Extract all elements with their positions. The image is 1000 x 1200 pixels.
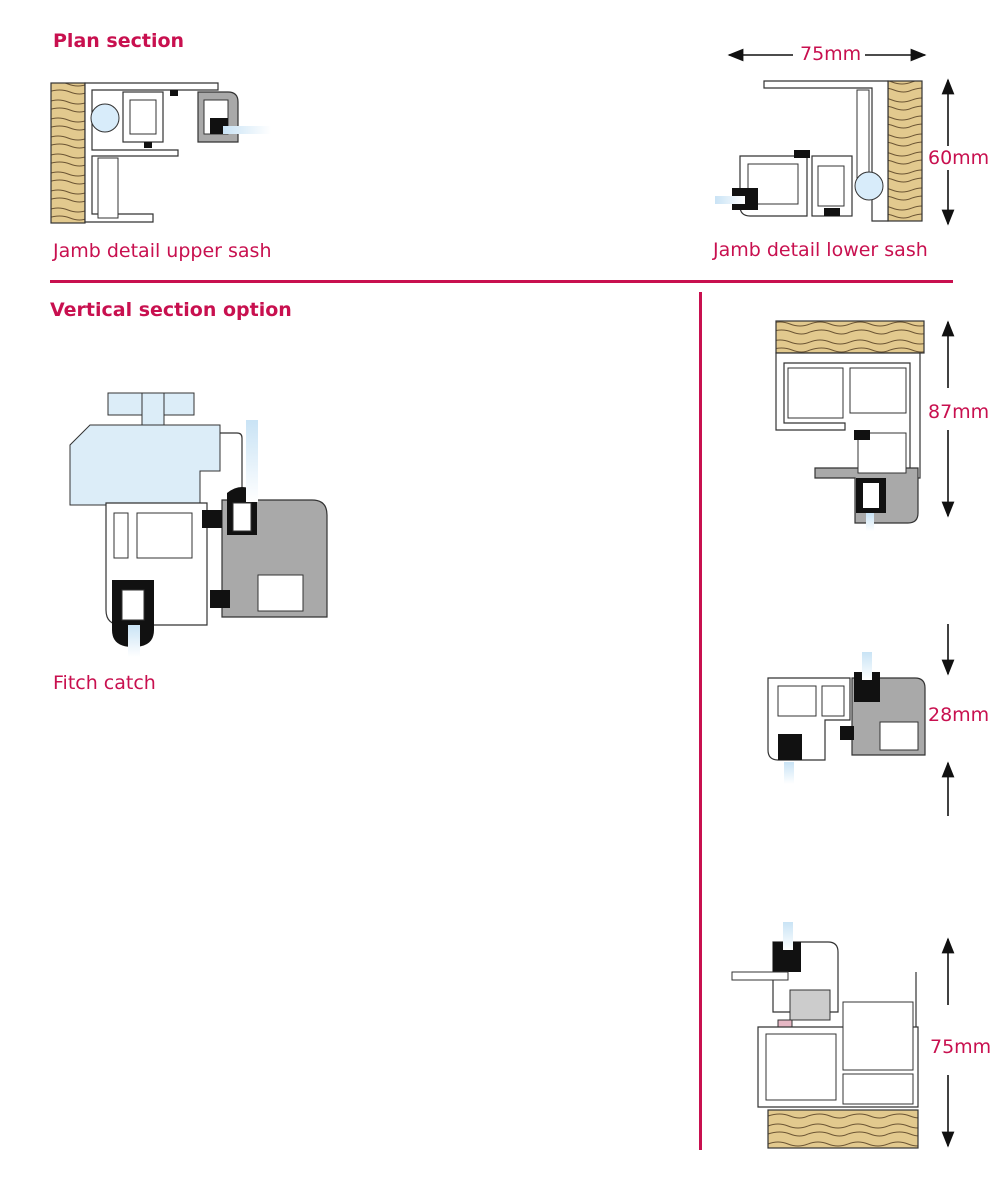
meeting-dimension-arrows [941, 624, 955, 816]
width-dimension-label: 75mm [800, 43, 862, 65]
jamb-lower-sash-caption: Jamb detail lower sash [713, 239, 928, 261]
vertical-section-heading: Vertical section option [50, 299, 292, 321]
head-dimension-arrows [941, 320, 955, 518]
width-dimension-arrows [727, 48, 927, 62]
sill-section-drawing [731, 922, 919, 1149]
fitch-catch-caption: Fitch catch [53, 672, 156, 694]
sill-dimension-label: 75mm [930, 1036, 992, 1058]
sill-dimension-arrows [941, 937, 955, 1148]
head-section-drawing [775, 320, 925, 531]
fitch-catch-drawing [69, 392, 328, 657]
horizontal-divider [50, 280, 953, 283]
height-dimension-label: 60mm [928, 147, 990, 169]
jamb-upper-sash-caption: Jamb detail upper sash [53, 240, 272, 262]
jamb-lower-sash-drawing [715, 80, 923, 222]
height-dimension-arrows [941, 78, 955, 226]
jamb-upper-sash-drawing [50, 82, 271, 224]
meeting-rail-drawing [767, 652, 926, 784]
meeting-dimension-label: 28mm [928, 704, 990, 726]
vertical-divider [699, 292, 702, 1150]
plan-section-heading: Plan section [53, 30, 185, 52]
head-dimension-label: 87mm [928, 401, 990, 423]
